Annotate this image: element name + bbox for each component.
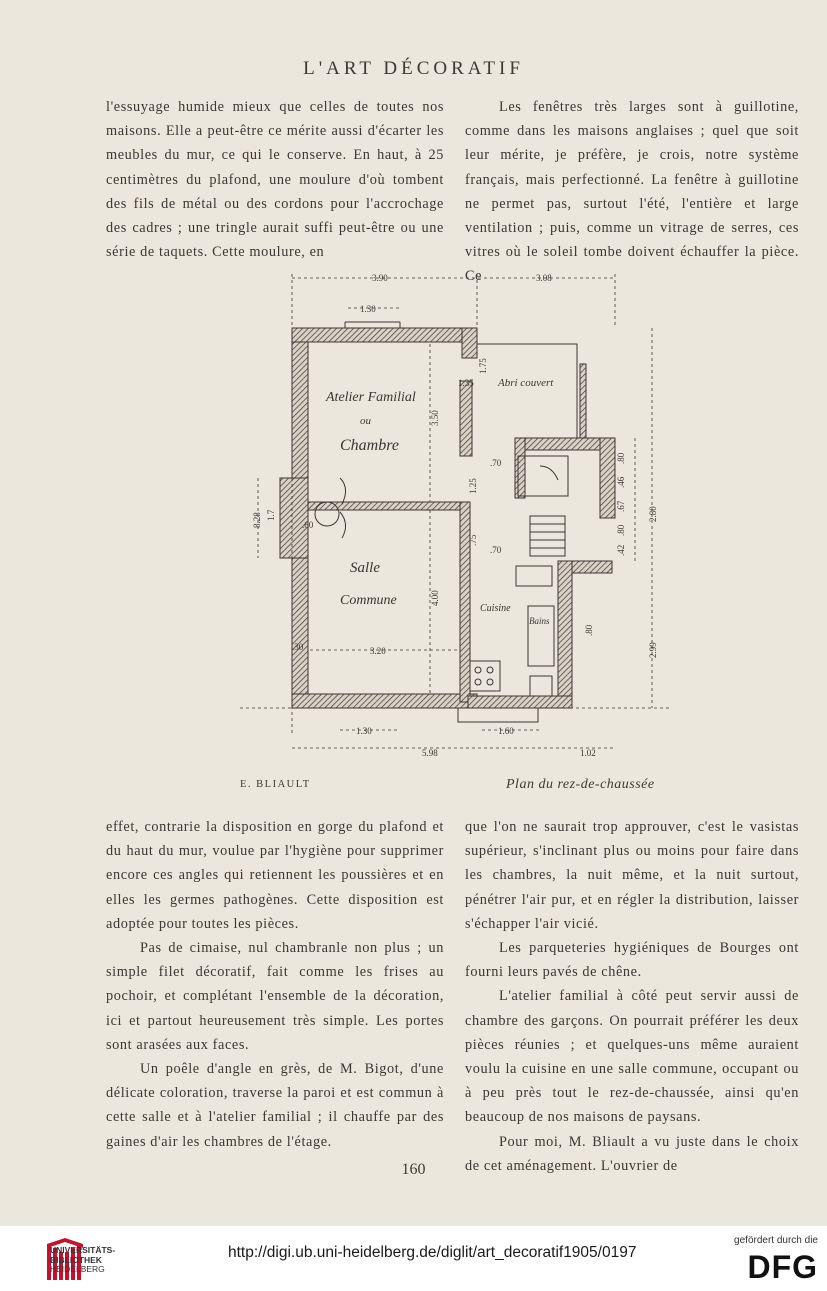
dim-label: .80	[616, 452, 626, 464]
paragraph: l'essuyage humide mieux que celles de to…	[106, 99, 444, 261]
text-column-top-right: Les fenêtres très larges sont à guilloti…	[465, 95, 799, 289]
dim-label: 1.75	[478, 358, 488, 374]
label-salle: Salle	[350, 560, 380, 576]
dim-label: 1.35	[458, 378, 474, 388]
figure-credit: E. BLIAULT	[240, 779, 311, 790]
dim-label: 1.25	[468, 478, 478, 494]
dim-label: .42	[616, 545, 626, 556]
text-column-bottom-left: effet, contrarie la disposition en gorge…	[106, 815, 444, 1154]
dim-label: 1.7	[266, 509, 276, 521]
label-cuisine: Cuisine	[480, 603, 511, 614]
dim-label: 4.00	[430, 590, 440, 606]
page-number: 160	[401, 1161, 426, 1178]
dim-label: 1.02	[580, 748, 596, 758]
dim-label: 1.60	[498, 726, 514, 736]
dfg-logo: DFG	[747, 1249, 818, 1285]
interior-lines	[314, 321, 578, 723]
source-url-link[interactable]: http://digi.ub.uni-heidelberg.de/diglit/…	[228, 1244, 637, 1261]
floor-plan-figure: Atelier Familial ou Chambre Salle Commun…	[240, 273, 670, 758]
dim-label: 1.30	[356, 726, 372, 736]
paragraph: Les fenêtres très larges sont à guilloti…	[465, 99, 799, 285]
dimension-lines	[240, 274, 670, 749]
dim-label: .70	[490, 458, 502, 468]
dim-label: .80	[584, 624, 594, 636]
paragraph: Un poêle d'angle en grès, de M. Bigot, d…	[106, 1061, 444, 1150]
dim-label: .46	[616, 476, 626, 488]
text-column-top-left: l'essuyage humide mieux que celles de to…	[106, 95, 444, 264]
dim-label: 3.90	[372, 273, 388, 283]
footer-bar: UNIVERSITÄTS- BIBLIOTHEK HEIDELBERG http…	[0, 1226, 827, 1291]
paragraph: Les parqueteries hygiéniques de Bourges …	[465, 940, 799, 981]
dim-label: 2.99	[648, 642, 658, 658]
dim-label: 2.80	[648, 506, 658, 522]
dim-label: 3.50	[430, 410, 440, 426]
paragraph: Pas de cimaise, nul chambranle non plus …	[106, 940, 444, 1053]
label-commune: Commune	[340, 593, 397, 608]
dimension-labels: 3.90 3.08 1.30 3.20 1.30 1.60 5.98 1.02 …	[252, 273, 658, 758]
label-ou: ou	[360, 415, 372, 427]
paragraph: Pour moi, M. Bliault a vu juste dans le …	[465, 1133, 799, 1174]
paragraph: que l'on ne saurait trop approuver, c'es…	[465, 819, 799, 932]
paragraph: L'atelier familial à côté peut servir au…	[465, 988, 799, 1126]
dim-label: .80	[616, 524, 626, 536]
label-abri: Abri couvert	[497, 377, 554, 389]
dim-label: 1.30	[360, 304, 376, 314]
label-chambre: Chambre	[340, 437, 399, 454]
figure-caption: Plan du rez-de-chaussée	[506, 777, 655, 792]
dim-label: .30	[292, 642, 304, 652]
dim-label: .70	[490, 545, 502, 555]
dim-label: .75	[468, 534, 478, 546]
text-column-bottom-right: que l'on ne saurait trop approuver, c'es…	[465, 815, 799, 1178]
dim-label: .67	[616, 500, 626, 512]
dim-label: 3.08	[536, 273, 552, 283]
dim-label: .60	[302, 520, 314, 530]
dim-label: 5.98	[422, 748, 438, 758]
paragraph: effet, contrarie la disposition en gorge…	[106, 819, 444, 932]
plan-labels: Atelier Familial ou Chambre Salle Commun…	[325, 377, 554, 626]
label-atelier: Atelier Familial	[325, 390, 416, 405]
running-header: L'ART DÉCORATIF	[303, 58, 524, 79]
label-bains: Bains	[529, 616, 550, 626]
library-logo-icon	[47, 1238, 83, 1280]
funder-caption: gefördert durch die	[734, 1235, 818, 1246]
library-name: UNIVERSITÄTS- BIBLIOTHEK HEIDELBERG	[50, 1245, 116, 1274]
dim-label: 3.20	[370, 646, 386, 656]
dim-label: 8.28	[252, 512, 262, 528]
